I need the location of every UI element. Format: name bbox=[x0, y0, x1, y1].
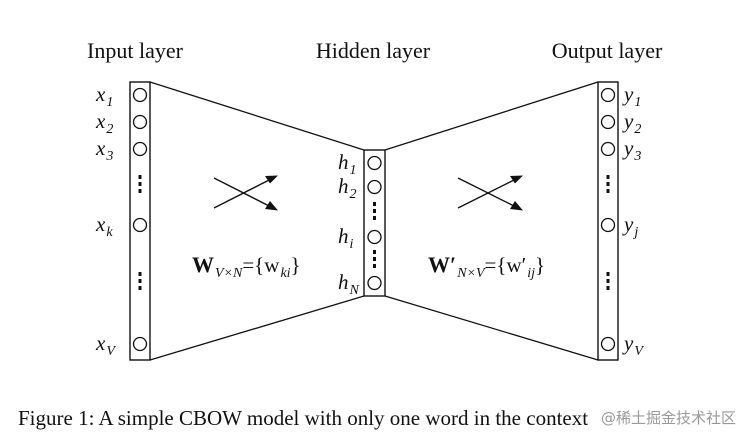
svg-text:xk: xk bbox=[95, 212, 113, 240]
input-node bbox=[132, 336, 148, 352]
figure-caption: Figure 1: A simple CBOW model with only … bbox=[18, 406, 588, 430]
input-label-sub: V bbox=[106, 344, 116, 359]
output-node bbox=[600, 336, 616, 352]
input-label-name: x bbox=[95, 212, 106, 236]
weight-eq: ={w′ bbox=[485, 253, 527, 277]
output-layer bbox=[597, 81, 619, 361]
svg-text:xV: xV bbox=[95, 331, 116, 359]
weight-close: } bbox=[535, 253, 545, 277]
svg-text:h2: h2 bbox=[338, 174, 357, 202]
svg-text:x3: x3 bbox=[95, 136, 113, 164]
crossing-arrows-icon bbox=[213, 177, 274, 209]
output-label-name: y bbox=[622, 82, 634, 106]
hidden-node bbox=[367, 155, 382, 171]
input-node bbox=[132, 87, 148, 103]
svg-text:h1: h1 bbox=[338, 150, 357, 178]
input-layer bbox=[129, 81, 151, 361]
svg-text:y1: y1 bbox=[622, 82, 641, 110]
hidden-label-name: h bbox=[338, 270, 349, 294]
hidden-label-name: h bbox=[338, 150, 349, 174]
arrowheads-right bbox=[510, 175, 523, 211]
output-label-sub: j bbox=[632, 225, 638, 240]
connection-line bbox=[384, 81, 599, 151]
hidden-node bbox=[367, 229, 382, 245]
output-label-name: y bbox=[622, 136, 634, 160]
weight-symbol: W′ bbox=[428, 252, 456, 277]
watermark: @稀土掘金技术社区 bbox=[601, 409, 736, 427]
input-layer-title: Input layer bbox=[87, 38, 184, 63]
svg-text:yj: yj bbox=[622, 212, 638, 240]
hidden-layer-box bbox=[363, 149, 386, 297]
output-node bbox=[600, 141, 616, 157]
weight-dim: V×N bbox=[215, 266, 243, 281]
hidden-node bbox=[367, 179, 382, 195]
weight-symbol: W bbox=[192, 252, 214, 277]
input-label-sub: 1 bbox=[106, 95, 113, 110]
connection-line bbox=[149, 81, 365, 151]
input-label-sub: 3 bbox=[105, 149, 113, 164]
output-label-name: y bbox=[622, 212, 634, 236]
output-node bbox=[600, 217, 616, 233]
connection-line bbox=[149, 295, 365, 361]
svg-text:yV: yV bbox=[622, 331, 644, 359]
hidden-layer bbox=[363, 149, 386, 297]
svg-text:y3: y3 bbox=[622, 136, 641, 164]
input-node bbox=[132, 114, 148, 130]
weight-elem-sub: ki bbox=[280, 266, 290, 281]
arrowheads-left bbox=[265, 175, 278, 211]
hidden-label-sub: 1 bbox=[350, 163, 357, 178]
hidden-label-sub: N bbox=[349, 283, 360, 298]
input-node bbox=[132, 141, 148, 157]
svg-text:y2: y2 bbox=[622, 109, 641, 137]
weight-input-hidden-label: WV×N={wki} bbox=[192, 252, 301, 281]
input-label-name: x bbox=[95, 109, 106, 133]
hidden-label-name: h bbox=[338, 174, 349, 198]
weight-dim: N×V bbox=[456, 266, 486, 281]
output-label-sub: 1 bbox=[634, 95, 641, 110]
input-label-sub: 2 bbox=[106, 122, 113, 137]
hidden-label-sub: 2 bbox=[350, 187, 357, 202]
connection-line bbox=[384, 295, 599, 361]
output-ellipsis-dots bbox=[606, 175, 610, 290]
output-label-name: y bbox=[622, 109, 634, 133]
input-labels: x1 x2 x3 xk xV bbox=[95, 82, 116, 359]
output-label-name: y bbox=[622, 331, 634, 355]
weight-hidden-output-label: W′N×V={w′ij} bbox=[428, 252, 545, 281]
output-node bbox=[600, 114, 616, 130]
hidden-layer-title: Hidden layer bbox=[316, 38, 431, 63]
svg-text:x1: x1 bbox=[95, 82, 113, 110]
svg-text:hN: hN bbox=[338, 270, 360, 298]
input-ellipsis-dots bbox=[138, 175, 142, 290]
svg-text:hi: hi bbox=[338, 224, 354, 252]
output-label-sub: V bbox=[634, 344, 644, 359]
output-layer-title: Output layer bbox=[552, 38, 663, 63]
weight-close: } bbox=[291, 253, 301, 277]
input-label-name: x bbox=[95, 82, 106, 106]
weight-elem-sub: ij bbox=[527, 266, 535, 281]
hidden-labels: h1 h2 hi hN bbox=[338, 150, 360, 298]
hidden-ellipsis-dots bbox=[373, 202, 376, 268]
connection-lines bbox=[149, 81, 599, 361]
output-label-sub: 3 bbox=[633, 149, 641, 164]
input-label-sub: k bbox=[106, 225, 113, 240]
input-label-name: x bbox=[95, 331, 106, 355]
crossing-arrows-icon bbox=[457, 177, 519, 209]
hidden-node bbox=[367, 275, 382, 291]
hidden-label-name: h bbox=[338, 224, 349, 248]
output-labels: y1 y2 y3 yj yV bbox=[622, 82, 644, 359]
input-node bbox=[132, 217, 148, 233]
hidden-label-sub: i bbox=[350, 237, 354, 252]
weight-eq: ={w bbox=[242, 253, 280, 277]
output-label-sub: 2 bbox=[634, 122, 641, 137]
input-label-name: x bbox=[95, 136, 106, 160]
svg-text:x2: x2 bbox=[95, 109, 113, 137]
output-node bbox=[600, 87, 616, 103]
